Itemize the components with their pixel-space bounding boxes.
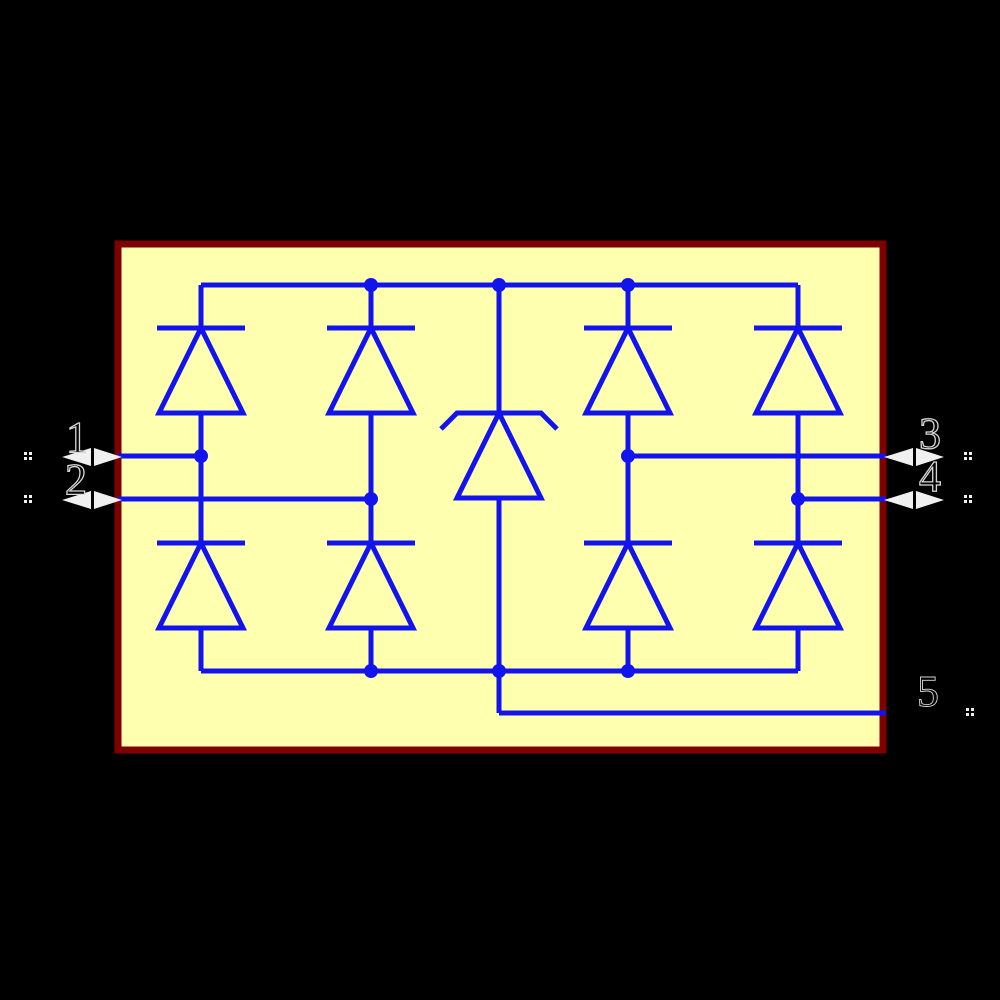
- pin-inout-right-arrow-icon: [916, 448, 944, 466]
- junction-dot: [492, 664, 506, 678]
- junction-dot: [791, 492, 805, 506]
- diode-anode-triangle: [581, 537, 675, 631]
- junction-dot: [194, 449, 208, 463]
- pin-5[interactable]: 5: [917, 667, 974, 716]
- pin-number-label: 5: [917, 667, 939, 716]
- diode-symbol-top-1[interactable]: [154, 322, 248, 416]
- pin-inout-left-arrow-icon: [884, 448, 913, 466]
- pin-marker-dots-icon: [964, 495, 972, 503]
- diode-symbol-bottom-2[interactable]: [324, 537, 418, 631]
- diode-anode-triangle: [324, 537, 418, 631]
- pin-inout-right-arrow-icon: [916, 491, 944, 509]
- junction-dot: [492, 278, 506, 292]
- junction-dot: [364, 278, 378, 292]
- pin-3[interactable]: 3: [884, 408, 972, 466]
- junction-dot: [364, 492, 378, 506]
- junction-dot: [621, 278, 635, 292]
- junction-dot: [621, 449, 635, 463]
- tvs-diode-symbol-center[interactable]: [439, 407, 559, 501]
- pin-marker-dots-icon: [964, 452, 972, 460]
- pin-number-label: 1: [66, 413, 88, 462]
- pin-number-label: 2: [65, 455, 87, 504]
- diode-symbol-top-2[interactable]: [324, 322, 418, 416]
- diode-anode-triangle: [324, 322, 418, 416]
- junction-dot: [364, 664, 378, 678]
- junction-dots: [194, 278, 805, 678]
- pin-inout-right-arrow-icon: [94, 491, 122, 509]
- diode-anode-triangle: [581, 322, 675, 416]
- junction-dot: [621, 664, 635, 678]
- diode-symbol-bottom-3[interactable]: [581, 537, 675, 631]
- wires: [118, 282, 886, 716]
- diode-symbol-bottom-4[interactable]: [751, 537, 845, 631]
- pin-inout-right-arrow-icon: [94, 448, 122, 466]
- diode-symbol-top-4[interactable]: [751, 322, 845, 416]
- diode-symbol-bottom-1[interactable]: [154, 537, 248, 631]
- diode-anode-triangle: [751, 322, 845, 416]
- pin-1[interactable]: 1: [24, 412, 122, 466]
- pin-marker-dots-icon: [24, 495, 32, 503]
- diode-anode-triangle: [751, 537, 845, 631]
- pin-inout-left-arrow-icon: [62, 491, 91, 509]
- diode-anode-triangle: [154, 537, 248, 631]
- pin-inout-left-arrow-icon: [62, 448, 91, 466]
- diode-symbol-top-3[interactable]: [581, 322, 675, 416]
- pin-marker-dots-icon: [966, 708, 974, 716]
- pin-inout-left-arrow-icon: [884, 491, 913, 509]
- pin-4[interactable]: 4: [884, 451, 972, 509]
- diode-anode-triangle: [154, 322, 248, 416]
- pin-2[interactable]: 2: [24, 454, 122, 509]
- diode-anode-triangle: [452, 407, 546, 501]
- pin-number-label: 3: [919, 409, 941, 458]
- pin-number-label: 4: [919, 452, 941, 501]
- pin-marker-dots-icon: [24, 452, 32, 460]
